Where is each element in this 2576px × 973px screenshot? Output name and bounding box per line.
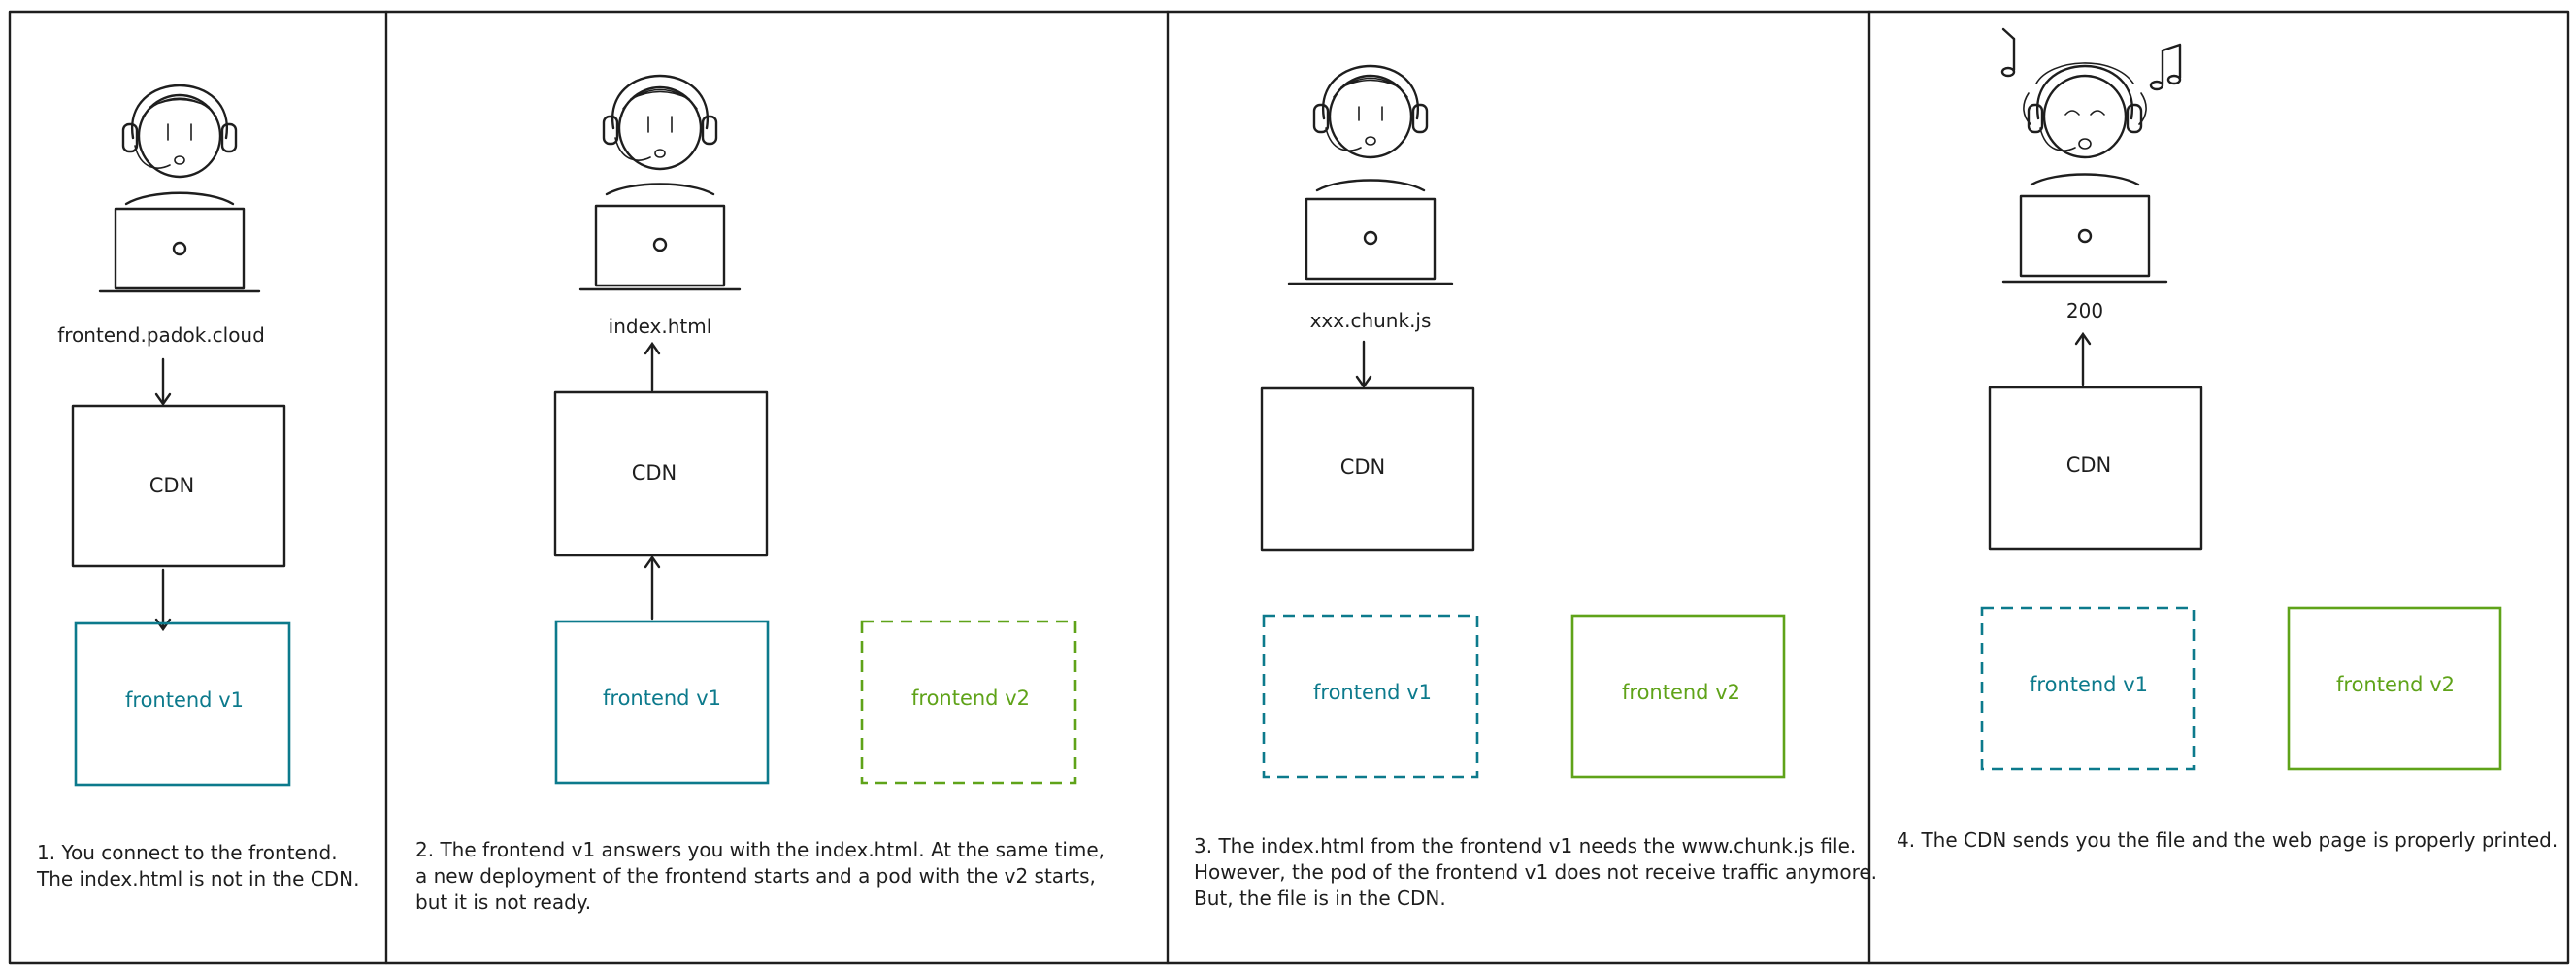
- headphone-band: [131, 84, 228, 140]
- request-label: index.html: [609, 315, 712, 338]
- torso: [2030, 173, 2140, 186]
- torso: [605, 183, 715, 196]
- caption-line: However, the pod of the frontend v1 does…: [1194, 860, 1877, 884]
- caption-line: 4. The CDN sends you the file and the we…: [1897, 828, 2558, 852]
- frontend-v2-box: [1570, 614, 1786, 779]
- frontend-v1-label: frontend v1: [125, 688, 244, 712]
- headphone-left: [2027, 103, 2044, 134]
- frontend-v1-label: frontend v1: [603, 687, 721, 710]
- cdn-box: [71, 404, 286, 568]
- music-note-icon: [2149, 43, 2182, 91]
- laptop-screen: [594, 204, 726, 287]
- cdn-label: CDN: [632, 461, 677, 485]
- torso: [124, 191, 235, 206]
- panel-2: index.html CDN frontend v1 frontend v2 2…: [415, 74, 1105, 914]
- mouth: [2078, 138, 2092, 150]
- frontend-v2-label: frontend v2: [911, 687, 1030, 710]
- laptop-screen: [1305, 197, 1437, 281]
- eyes: [1358, 106, 1383, 121]
- cdn-box: [1260, 386, 1475, 552]
- frontend-v2-box: [860, 620, 1077, 785]
- laptop-logo: [2077, 228, 2093, 244]
- user-with-laptop: [578, 74, 742, 291]
- request-label: frontend.padok.cloud: [57, 323, 265, 347]
- head: [2042, 74, 2128, 159]
- music-note-icon: [2000, 27, 2016, 78]
- cdn-label: CDN: [2066, 453, 2112, 477]
- hair: [622, 88, 698, 110]
- head: [137, 93, 222, 179]
- headphone-band: [1322, 64, 1419, 120]
- torso: [1315, 179, 1426, 192]
- frontend-v2-label: frontend v2: [2336, 673, 2455, 696]
- headphone-band: [611, 74, 709, 130]
- frontend-v1-box: [74, 621, 291, 787]
- head: [617, 85, 703, 171]
- headphone-right: [1411, 103, 1429, 134]
- caption-line: a new deployment of the frontend starts …: [415, 864, 1096, 888]
- frontend-v2-label: frontend v2: [1622, 681, 1740, 704]
- eyes: [647, 116, 673, 133]
- cdn-box: [553, 390, 769, 557]
- hair: [142, 97, 217, 117]
- caption-line: but it is not ready.: [415, 890, 591, 914]
- mouth: [1365, 136, 1376, 146]
- laptop-logo: [1363, 230, 1378, 246]
- frontend-v1-label: frontend v1: [2030, 673, 2148, 696]
- hair: [1333, 77, 1408, 98]
- panel-1: frontend.padok.cloud CDN frontend v1 1. …: [36, 84, 359, 890]
- frontend-v2-box: [2287, 606, 2502, 771]
- laptop-screen: [2019, 194, 2151, 278]
- headphone-left: [1312, 103, 1330, 134]
- user-with-laptop: [2001, 62, 2168, 284]
- headphone-left: [602, 115, 619, 146]
- user-with-laptop: [98, 84, 261, 293]
- headphone-right: [701, 115, 718, 146]
- head: [1328, 74, 1413, 159]
- microphone: [134, 145, 171, 169]
- user-with-laptop: [1287, 64, 1454, 285]
- headphone-right: [220, 122, 238, 153]
- caption-line: The index.html is not in the CDN.: [36, 867, 359, 890]
- cdn-box: [1988, 386, 2203, 551]
- laptop-logo: [172, 241, 187, 256]
- eyes: [167, 123, 192, 141]
- response-code-label: 200: [2066, 299, 2103, 322]
- caption-line: 1. You connect to the frontend.: [37, 841, 338, 864]
- request-label: xxx.chunk.js: [1310, 309, 1432, 332]
- cdn-label: CDN: [149, 474, 195, 497]
- mouth: [174, 155, 185, 165]
- happy-eyes: [2064, 110, 2105, 116]
- frontend-v1-box: [554, 620, 770, 785]
- microphone: [614, 137, 651, 161]
- laptop-logo: [652, 237, 668, 252]
- caption-line: 2. The frontend v1 answers you with the …: [415, 838, 1105, 861]
- caption-line: But, the file is in the CDN.: [1194, 887, 1446, 910]
- headphone-right: [2126, 103, 2143, 134]
- outer-frame: [8, 10, 2570, 965]
- headphone-band: [2036, 64, 2133, 120]
- laptop-screen: [114, 207, 246, 290]
- mouth: [654, 149, 666, 158]
- caption-line: 3. The index.html from the frontend v1 n…: [1194, 834, 1856, 857]
- headphone-left: [121, 122, 139, 153]
- panel-3: xxx.chunk.js CDN frontend v1 frontend v2…: [1194, 64, 1877, 910]
- frontend-v1-box: [1980, 606, 2196, 771]
- microphone: [1325, 127, 1362, 151]
- frontend-v1-box: [1262, 614, 1479, 779]
- panel-4: 200 CDN frontend v1 frontend v2 4. The C…: [1897, 27, 2558, 852]
- microphone: [2039, 127, 2076, 151]
- frontend-v1-label: frontend v1: [1313, 681, 1432, 704]
- cdn-label: CDN: [1340, 455, 1386, 479]
